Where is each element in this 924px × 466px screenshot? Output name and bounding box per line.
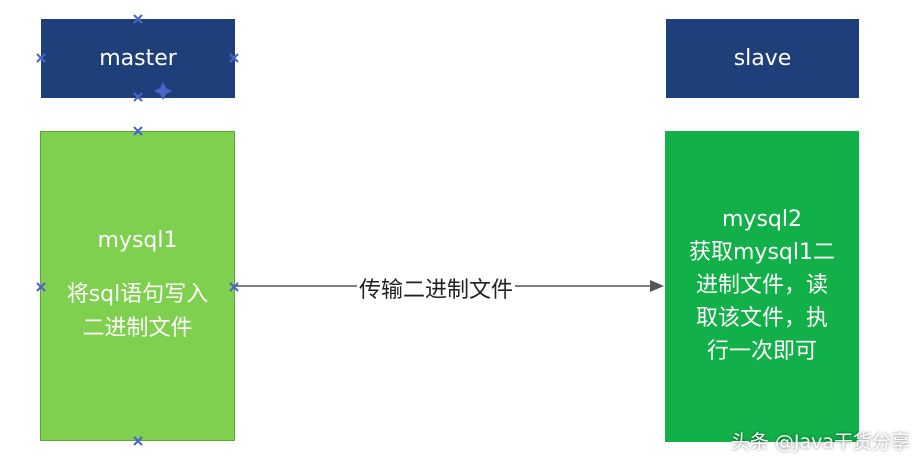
selection-handle-icon[interactable] — [133, 436, 143, 446]
mysql1-title: mysql1 — [97, 228, 178, 253]
master-box[interactable]: master — [41, 19, 235, 98]
mysql2-line2: 进制文件，读 — [695, 273, 828, 298]
selection-handle-icon[interactable] — [36, 53, 46, 63]
selection-handle-icon[interactable] — [133, 14, 143, 24]
watermark: 头条 @Java干货分享 — [730, 431, 910, 453]
mysql2-title: mysql2 — [722, 207, 802, 232]
selection-handle-icon[interactable] — [133, 92, 143, 102]
mysql2-line4: 行一次即可 — [706, 339, 817, 364]
mysql2-line1: 获取mysql1二 — [689, 240, 835, 265]
master-label: master — [99, 46, 177, 71]
selection-handle-icon[interactable] — [36, 282, 46, 292]
slave-label: slave — [733, 46, 792, 71]
selection-handle-icon[interactable] — [229, 282, 239, 292]
mysql1-box[interactable]: mysql1 将sql语句写入 二进制文件 — [40, 131, 235, 441]
arrowhead-icon — [650, 280, 664, 292]
selection-handle-icon[interactable] — [229, 53, 239, 63]
mysql2-line3: 取该文件，执 — [695, 306, 828, 331]
mysql2-box[interactable]: mysql2 获取mysql1二 进制文件，读 取该文件，执 行一次即可 — [665, 131, 859, 442]
mysql1-line2: 二进制文件 — [82, 316, 193, 341]
slave-box[interactable]: slave — [666, 19, 859, 98]
move-cursor-icon[interactable] — [154, 82, 172, 100]
selection-handle-icon[interactable] — [133, 126, 143, 136]
arrow-label: 传输二进制文件 — [357, 272, 516, 304]
mysql1-line1: 将sql语句写入 — [66, 282, 209, 307]
